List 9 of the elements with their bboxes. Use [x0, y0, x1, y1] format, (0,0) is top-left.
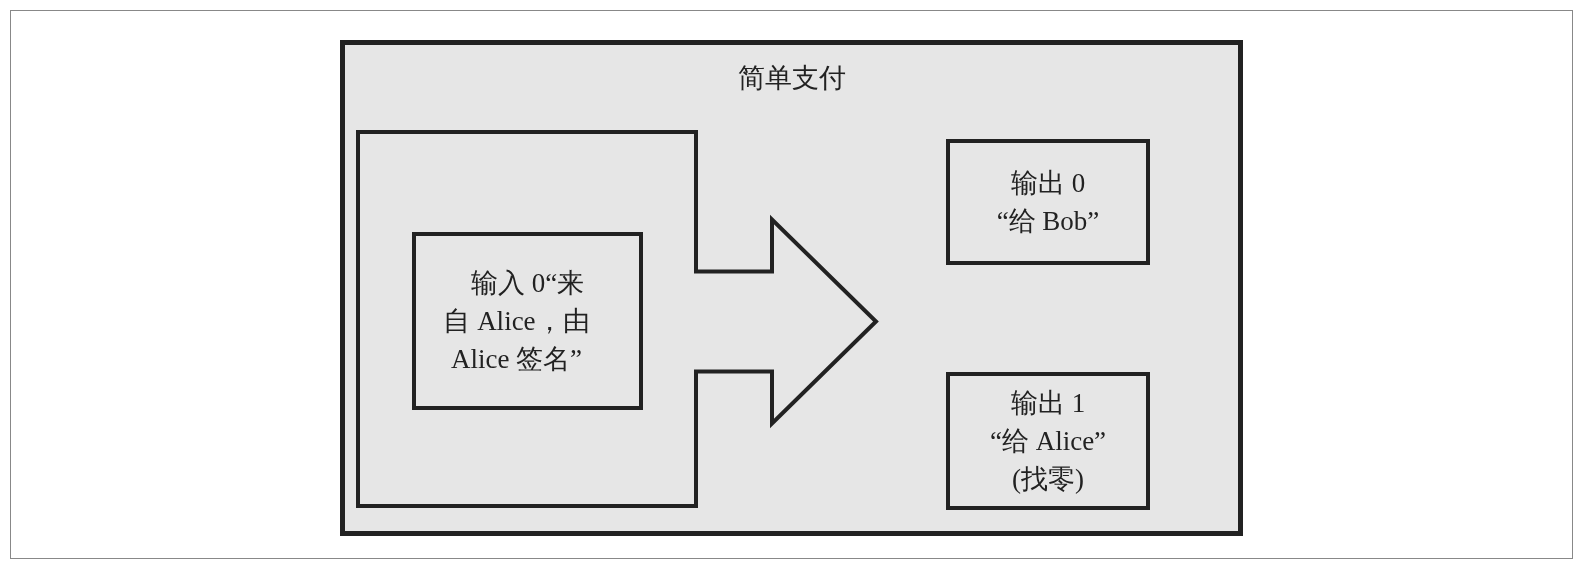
box-title: 简单支付 [736, 62, 847, 95]
output-box [946, 139, 1150, 265]
box-label: 输出 0 “给 Bob” [995, 167, 1101, 238]
box-label: 输入 0“来自 Alice，由 Alice 签名” [442, 267, 591, 376]
block-arrow [356, 130, 879, 508]
output-box [946, 372, 1150, 510]
payment-box [340, 40, 1243, 536]
input-box [412, 232, 643, 410]
box-label: 输出 1 “给 Alice” (找零) [989, 387, 1107, 496]
